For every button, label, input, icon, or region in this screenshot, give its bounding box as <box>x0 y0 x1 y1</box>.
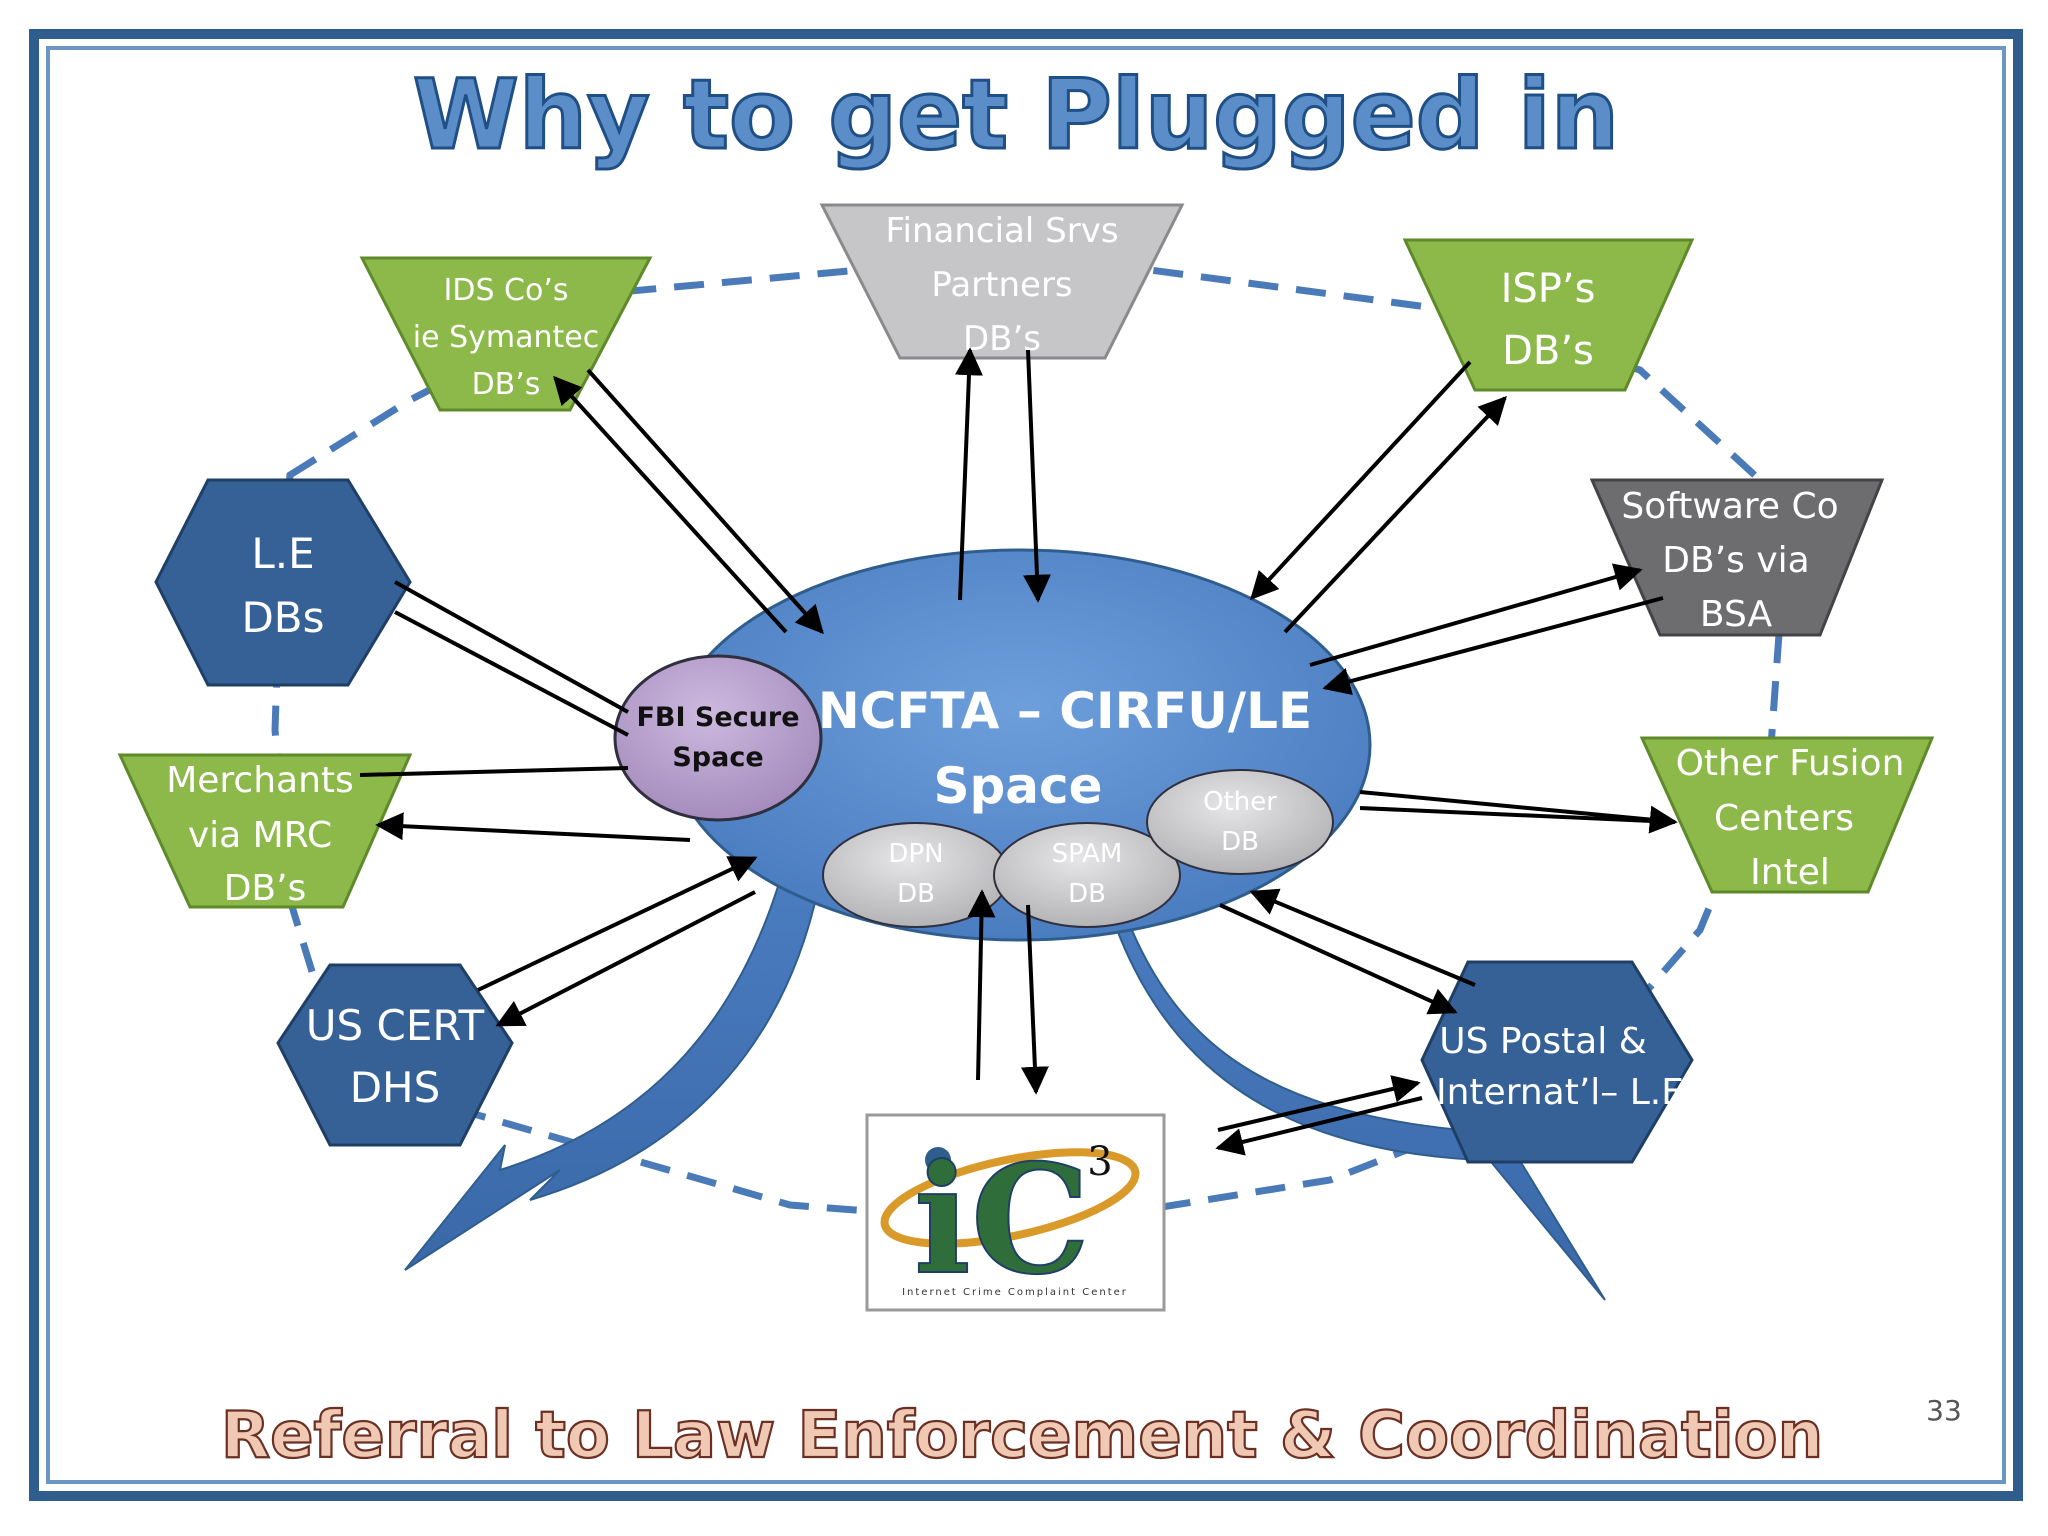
postal-node[interactable] <box>1420 960 1694 1164</box>
inner-frame <box>46 46 2006 1484</box>
arrow-center-to-fusion-2 <box>1359 806 1676 824</box>
dpn-db-line2: DB <box>897 879 935 909</box>
financial-line2: Partners <box>931 265 1072 305</box>
slide-footer: Referral to Law Enforcement & Coordinati… <box>221 1399 1823 1473</box>
software-line2: DB’s via <box>1662 540 1809 581</box>
other-db[interactable] <box>1146 769 1334 875</box>
other-db-line2: DB <box>1221 827 1259 857</box>
arrow-le-link-2 <box>394 610 629 737</box>
spam-db-line2: DB <box>1068 879 1106 909</box>
ic3-logo-mark: iC <box>914 1132 1090 1308</box>
arrow-isp-to-center <box>1250 360 1472 601</box>
isp-line2: DB’s <box>1502 328 1594 374</box>
arrow-ic3-to-center <box>967 889 996 1081</box>
postal-line1: US Postal & <box>1439 1021 1647 1062</box>
arrow-postal-to-center <box>1249 888 1476 987</box>
arrow-postal-to-ic3 <box>1215 1096 1423 1156</box>
arrow-ids-to-center <box>586 368 824 635</box>
arrow-center-to-postal <box>1219 903 1458 1015</box>
ic3-superscript: 3 <box>1087 1139 1112 1185</box>
center-label-line2: Space <box>933 757 1102 815</box>
other-db-line1: Other <box>1203 787 1277 817</box>
uscert-line1: US CERT <box>306 1001 485 1050</box>
globe-icon <box>925 1147 951 1173</box>
arrow-center-to-merchants <box>375 812 691 842</box>
fbi-label-line1: FBI Secure <box>636 702 799 733</box>
software-line1: Software Co <box>1621 486 1838 527</box>
arrow-center-to-ids <box>553 375 788 634</box>
fbi-label-line2: Space <box>672 742 763 773</box>
fusion-line2: Centers <box>1714 798 1854 839</box>
le-line2: DBs <box>241 593 324 642</box>
isp-node[interactable] <box>1402 238 1695 392</box>
postal-line2: Internat’l– L.E <box>1436 1072 1684 1113</box>
ic3-caption: Internet Crime Complaint Center <box>902 1287 1128 1298</box>
arrow-uscert-to-center <box>477 856 758 992</box>
ic3-logo[interactable]: iC 3 Internet Crime Complaint Center <box>865 1113 1166 1312</box>
fusion-line1: Other Fusion <box>1676 743 1905 784</box>
arrow-software-to-center <box>1322 596 1664 696</box>
financial-line1: Financial Srvs <box>885 211 1118 251</box>
center-label-line1: NCFTA – CIRFU/LE <box>818 682 1312 740</box>
fbi-secure-space[interactable] <box>613 654 823 822</box>
arrow-financial-to-center <box>1023 349 1051 603</box>
ids-node[interactable] <box>359 256 653 412</box>
arrow-le-link-1 <box>394 580 629 714</box>
uscert-node[interactable] <box>276 963 514 1147</box>
connector-arrows <box>359 347 1678 1156</box>
spam-db[interactable] <box>993 822 1181 928</box>
dpn-db-line1: DPN <box>888 839 943 869</box>
financial-node[interactable] <box>819 203 1185 360</box>
merchants-node[interactable] <box>117 753 413 909</box>
ids-line2: ie Symantec <box>413 320 599 355</box>
isp-line1: ISP’s <box>1501 266 1596 312</box>
fusion-line3: Intel <box>1750 852 1830 893</box>
arrow-center-to-fusion-1 <box>1359 790 1678 834</box>
arrow-center-to-ic3 <box>1020 904 1049 1095</box>
fusion-node[interactable] <box>1639 736 1935 894</box>
slide-title: Why to get Plugged in <box>413 59 1619 171</box>
arrow-ic3-to-postal <box>1217 1075 1421 1132</box>
merchants-line1: Merchants <box>166 760 354 801</box>
ids-line1: IDS Co’s <box>444 273 569 308</box>
arrow-center-to-uscert <box>495 890 756 1027</box>
arrow-center-to-software <box>1309 563 1643 667</box>
le-line1: L.E <box>251 529 314 578</box>
dashed-ring <box>271 266 1784 1229</box>
merchants-line2: via MRC <box>188 815 332 856</box>
arrow-center-to-isp <box>1283 395 1507 634</box>
uscert-line2: DHS <box>350 1063 441 1112</box>
arrow-merchants-link <box>359 766 629 777</box>
software-line3: BSA <box>1700 594 1773 635</box>
left-flow-arc <box>404 879 822 1271</box>
ic3-orbit-ring <box>880 1148 1140 1248</box>
le-dbs-node[interactable] <box>154 478 412 687</box>
spam-db-line1: SPAM <box>1052 839 1123 869</box>
page-number: 33 <box>1926 1394 1962 1427</box>
ids-line3: DB’s <box>472 367 541 402</box>
outer-frame <box>29 29 2023 1501</box>
arrow-center-to-financial <box>955 347 983 601</box>
merchants-line3: DB’s <box>224 868 307 909</box>
